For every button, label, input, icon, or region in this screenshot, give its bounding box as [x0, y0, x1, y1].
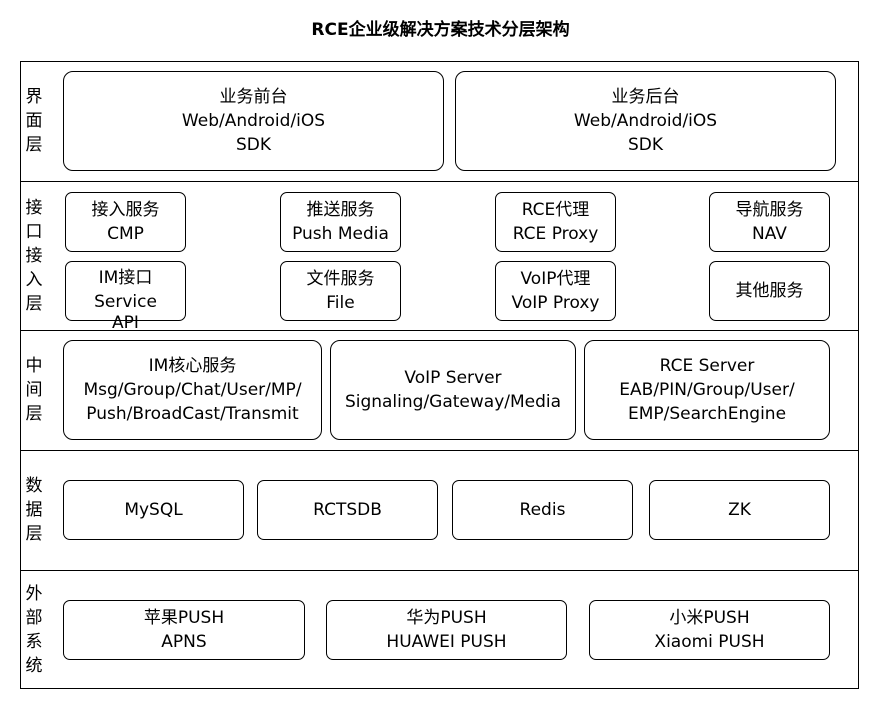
- layer-divider: [20, 450, 859, 451]
- box-line: NAV: [752, 224, 787, 244]
- box-xiaomi-push: 小米PUSH Xiaomi PUSH: [589, 600, 830, 660]
- label-char: 间: [25, 380, 43, 400]
- box-mysql: MySQL: [63, 480, 244, 540]
- box-apple-push: 苹果PUSH APNS: [63, 600, 305, 660]
- box-line: ZK: [728, 500, 751, 520]
- label-char: 接: [25, 197, 43, 218]
- box-line: 业务后台: [611, 87, 680, 107]
- box-line: Signaling/Gateway/Media: [344, 392, 562, 412]
- box-line: Web/Android/iOS: [181, 111, 326, 131]
- box-line: VoIP代理: [520, 269, 591, 289]
- box-rce-server: RCE Server EAB/PIN/Group/User/ EMP/Searc…: [584, 340, 830, 440]
- box-line: Web/Android/iOS: [573, 111, 718, 131]
- box-navigation-service: 导航服务 NAV: [709, 192, 830, 252]
- box-other-services: 其他服务: [709, 261, 830, 321]
- label-char: 接: [25, 245, 43, 266]
- box-line: CMP: [107, 224, 144, 244]
- label-char: 数: [25, 476, 43, 496]
- box-voip-server: VoIP Server Signaling/Gateway/Media: [330, 340, 576, 440]
- layer-label-external: 外 部 系 统: [22, 570, 46, 689]
- layer-divider: [20, 330, 859, 331]
- layer-divider: [20, 570, 859, 571]
- box-file-service: 文件服务 File: [280, 261, 401, 321]
- box-im-core-service: IM核心服务 Msg/Group/Chat/User/MP/ Push/Broa…: [63, 340, 322, 440]
- box-line: SDK: [235, 135, 272, 155]
- box-line: 华为PUSH: [406, 608, 487, 628]
- label-char: 界: [25, 87, 43, 107]
- box-line: RCE Server: [659, 356, 755, 376]
- box-line: EMP/SearchEngine: [627, 404, 787, 424]
- box-line: Push/BroadCast/Transmit: [86, 404, 299, 424]
- label-char: 口: [25, 221, 43, 242]
- box-line: IM接口: [98, 268, 153, 288]
- box-line: EAB/PIN/Group/User/: [619, 380, 795, 400]
- label-char: 外: [25, 583, 43, 604]
- box-business-backend: 业务后台 Web/Android/iOS SDK: [455, 71, 836, 171]
- box-rctsdb: RCTSDB: [257, 480, 438, 540]
- layer-label-access: 接 口 接 入 层: [22, 181, 46, 330]
- layer-label-middle: 中 间 层: [22, 330, 46, 450]
- label-char: 部: [25, 607, 43, 628]
- label-char: 入: [25, 269, 43, 290]
- box-line: VoIP Server: [404, 368, 502, 388]
- label-char: 统: [25, 655, 43, 676]
- box-zk: ZK: [649, 480, 830, 540]
- box-line: 苹果PUSH: [143, 608, 225, 628]
- layer-label-data: 数 据 层: [22, 450, 46, 570]
- box-access-service: 接入服务 CMP: [65, 192, 186, 252]
- box-redis: Redis: [452, 480, 633, 540]
- box-line: 小米PUSH: [669, 608, 750, 628]
- box-push-service: 推送服务 Push Media: [280, 192, 401, 252]
- box-line: Msg/Group/Chat/User/MP/: [83, 380, 302, 400]
- box-line: File: [326, 293, 355, 313]
- box-huawei-push: 华为PUSH HUAWEI PUSH: [326, 600, 567, 660]
- box-voip-proxy: VoIP代理 VoIP Proxy: [495, 261, 616, 321]
- label-char: 层: [25, 524, 43, 544]
- label-char: 面: [25, 111, 43, 131]
- box-line: API: [112, 313, 139, 333]
- box-line: SDK: [627, 135, 664, 155]
- box-line: HUAWEI PUSH: [386, 632, 507, 652]
- box-line: MySQL: [124, 500, 183, 520]
- layer-label-ui: 界 面 层: [22, 61, 46, 181]
- box-line: Push Media: [292, 224, 389, 244]
- box-line: RCE Proxy: [512, 224, 599, 244]
- box-line: VoIP Proxy: [511, 293, 600, 313]
- label-char: 层: [25, 293, 43, 314]
- box-im-interface: IM接口 Service API: [65, 261, 186, 332]
- label-char: 中: [25, 356, 43, 376]
- box-line: Xiaomi PUSH: [654, 632, 765, 652]
- box-rce-proxy: RCE代理 RCE Proxy: [495, 192, 616, 252]
- box-line: Redis: [519, 500, 566, 520]
- box-line: 业务前台: [219, 87, 288, 107]
- label-char: 据: [25, 500, 43, 520]
- label-char: 层: [25, 404, 43, 424]
- box-line: IM核心服务: [148, 356, 237, 376]
- box-line: APNS: [161, 632, 207, 652]
- label-char: 系: [25, 631, 43, 652]
- box-line: RCE代理: [521, 200, 590, 220]
- diagram-frame: [20, 61, 859, 689]
- box-line: Service: [94, 292, 157, 312]
- box-line: 导航服务: [735, 200, 804, 220]
- diagram-title: RCE企业级解决方案技术分层架构: [311, 20, 570, 40]
- box-business-frontend: 业务前台 Web/Android/iOS SDK: [63, 71, 444, 171]
- box-line: 其他服务: [735, 281, 804, 301]
- box-line: 推送服务: [306, 200, 375, 220]
- layer-divider: [20, 181, 859, 182]
- box-line: 文件服务: [306, 269, 375, 289]
- box-line: RCTSDB: [313, 500, 382, 520]
- box-line: 接入服务: [91, 200, 160, 220]
- label-char: 层: [25, 135, 43, 155]
